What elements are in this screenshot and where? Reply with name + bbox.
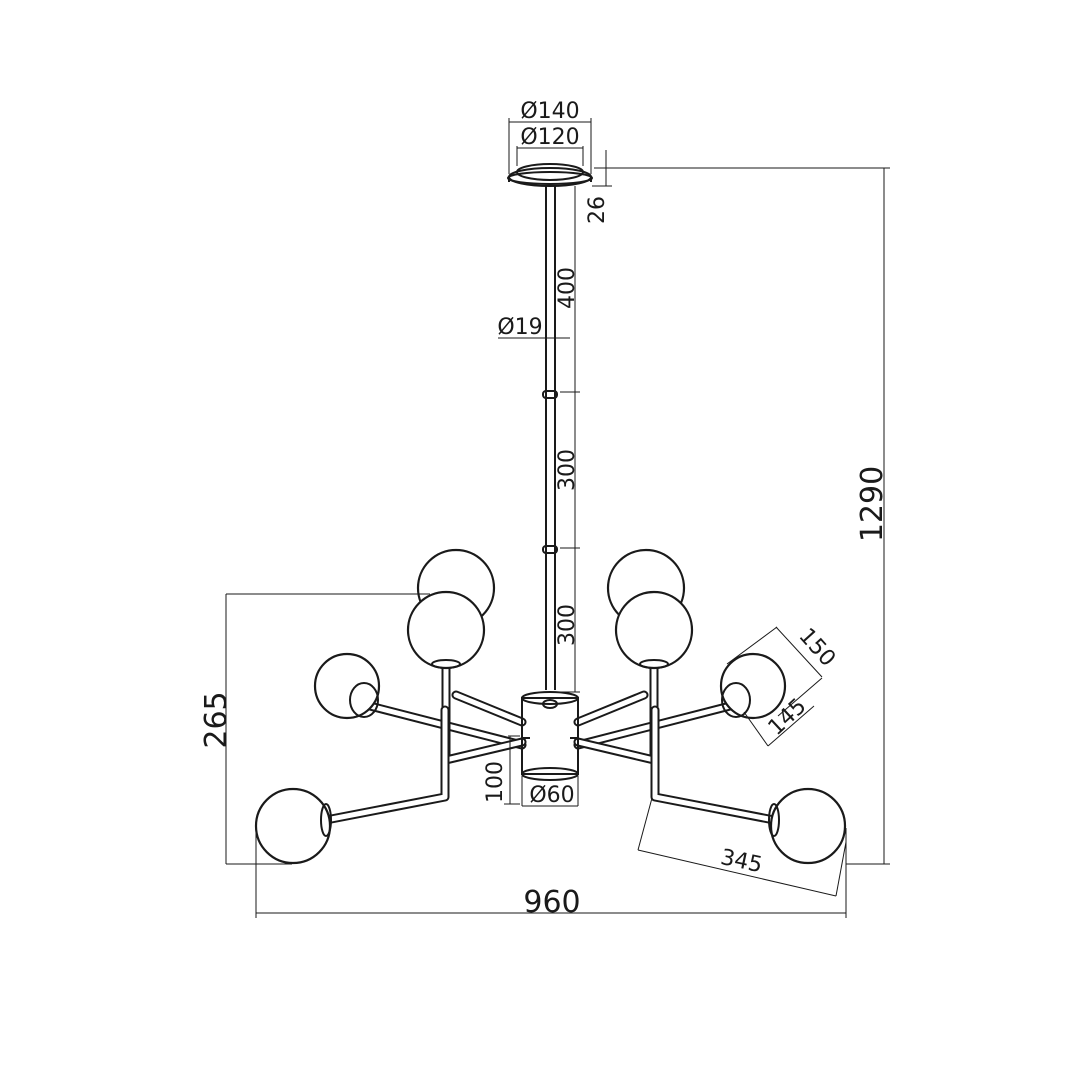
dim-total-width xyxy=(255,828,847,918)
globe-front-left-group xyxy=(406,590,486,670)
label-total-height: 1290 xyxy=(855,466,890,542)
label-globe-diameter: 150 xyxy=(793,624,840,672)
dim-globe xyxy=(726,626,823,747)
label-rod-top: 400 xyxy=(555,267,580,309)
globe-outer-left xyxy=(254,787,332,865)
label-body-diameter: Ø60 xyxy=(529,783,574,808)
globe-side-right-group xyxy=(719,652,787,720)
label-rod-bottom: 300 xyxy=(555,604,580,646)
dim-rod-segments xyxy=(560,186,580,693)
label-canopy-outer: Ø140 xyxy=(520,99,579,124)
globe-outer-right xyxy=(769,787,847,865)
label-canopy-height: 26 xyxy=(585,196,610,224)
dim-body-diameter xyxy=(521,776,579,807)
globe-side-left-group xyxy=(313,652,381,720)
globe-outer-right-group xyxy=(768,787,847,865)
ceiling-canopy xyxy=(507,163,593,187)
globe-front-right xyxy=(614,590,694,670)
long-arms xyxy=(321,705,779,825)
dim-total-height xyxy=(594,167,890,865)
dim-arm-length xyxy=(637,797,847,897)
central-body xyxy=(521,691,579,781)
globe-side-right xyxy=(719,652,787,720)
dim-canopy xyxy=(508,118,592,174)
dim-body-height xyxy=(504,735,520,805)
front-middle-arms xyxy=(441,660,659,765)
upper-back-arms xyxy=(451,690,649,727)
globe-outer-left-group xyxy=(254,787,332,865)
label-body-height: 100 xyxy=(483,761,508,803)
label-total-width: 960 xyxy=(523,885,580,920)
label-arm-length: 345 xyxy=(718,845,764,878)
side-arms xyxy=(361,700,739,750)
dim-arms-height xyxy=(225,593,430,865)
globe-front-right-group xyxy=(614,590,694,670)
label-canopy-inner: Ø120 xyxy=(520,125,579,150)
globe-front-left xyxy=(406,590,486,670)
label-rod-diameter: Ø19 xyxy=(497,315,542,340)
suspension-rod xyxy=(542,186,558,690)
label-arms-height: 265 xyxy=(199,691,234,748)
label-rod-middle: 300 xyxy=(555,449,580,491)
globe-side-left xyxy=(313,652,381,720)
